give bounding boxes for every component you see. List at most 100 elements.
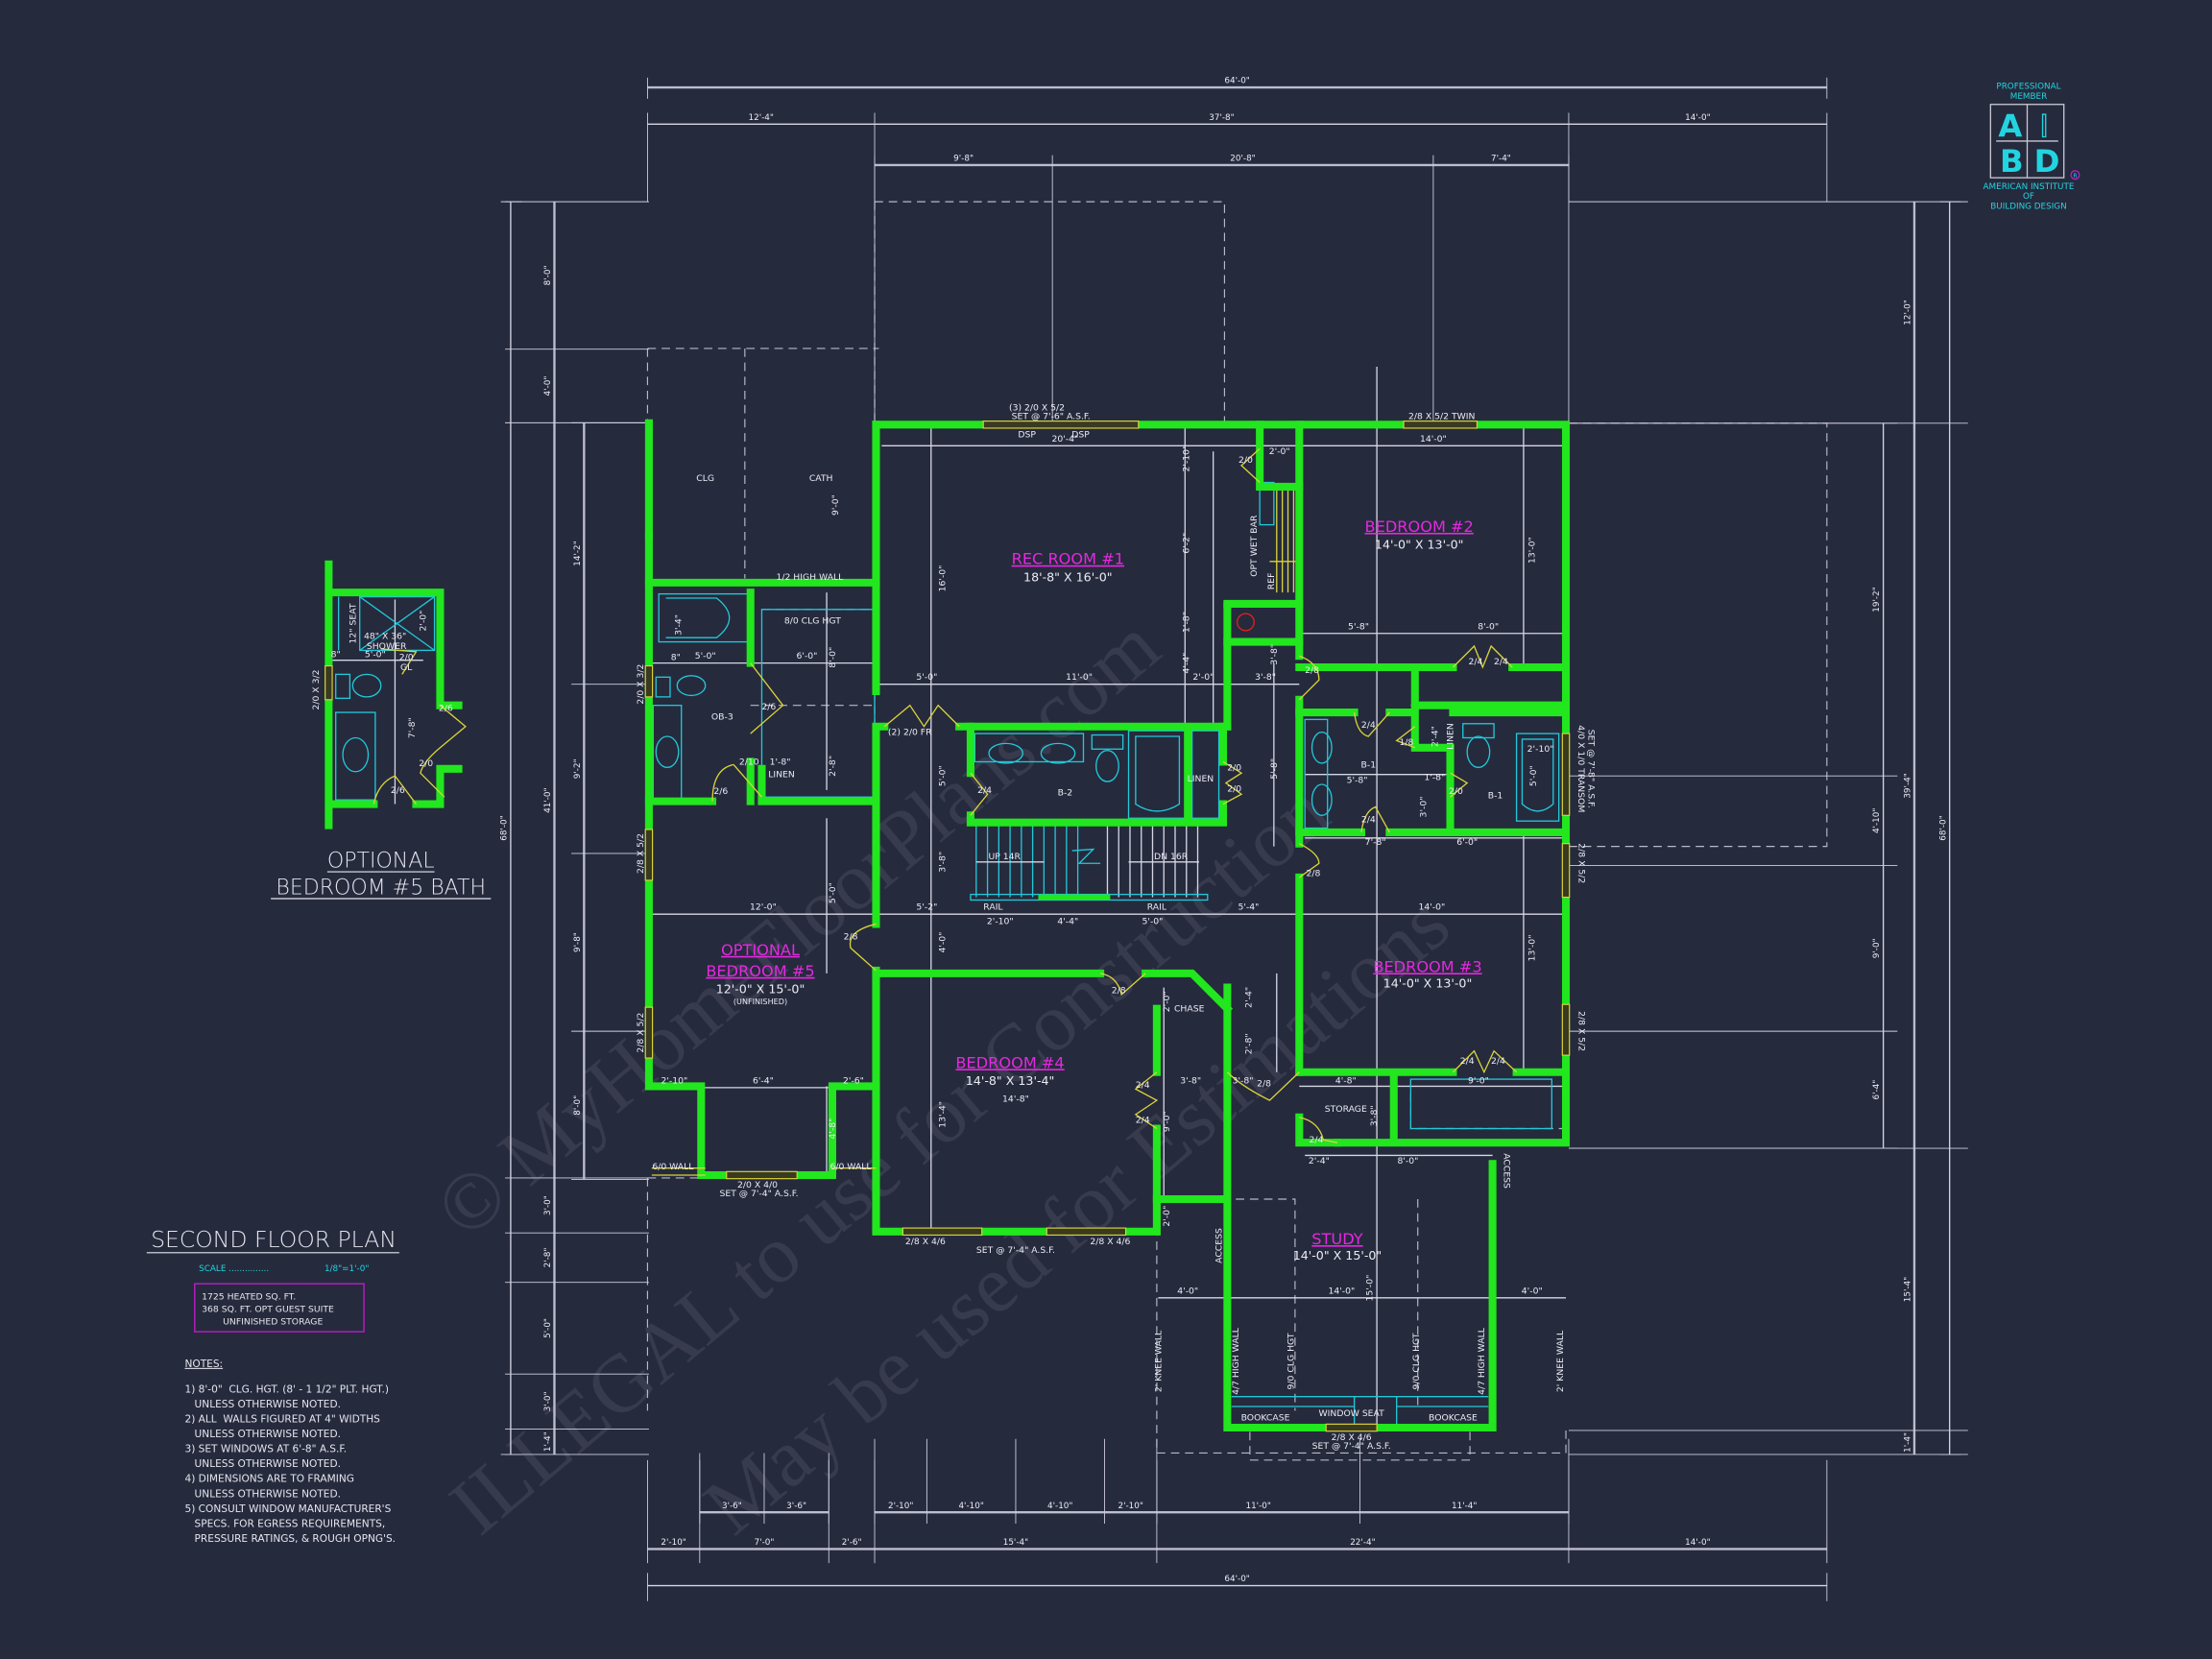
dimension-label: 3'-6" [786, 1502, 806, 1511]
note-line: SPECS. FOR EGRESS REQUIREMENTS, [184, 1518, 385, 1529]
plan-annotation: CATH [809, 473, 833, 484]
note-line: 4) DIMENSIONS ARE TO FRAMING [184, 1474, 353, 1485]
plan-annotation: 2/10 [739, 757, 759, 767]
door [1226, 1071, 1300, 1101]
room-name-bedroom-5-line2: BEDROOM #5 [706, 962, 814, 980]
plan-annotation: SET @ 7'-4" A.S.F. [976, 1245, 1055, 1256]
french-door [883, 704, 960, 728]
plan-annotation: RAIL [1147, 902, 1167, 913]
plan-annotation: 8/0 CLG HGT [784, 615, 841, 626]
plan-annotation: 8'-0" [1478, 621, 1499, 632]
plan-annotation: 2/0 [1227, 762, 1241, 773]
plan-annotation: 8'-0" [828, 647, 838, 668]
watermark-line-1: © MyHomeFloorPlans.com [420, 600, 1176, 1256]
dimension-label: 37'-8" [1209, 113, 1234, 123]
room-name-rec-room: REC ROOM #1 [1012, 550, 1124, 568]
window-bedroom-5 [644, 829, 654, 881]
dimension-label: 4'-0" [543, 376, 553, 397]
plan-annotation: 6'-2" [1182, 533, 1192, 554]
plan-annotation: 9'-0" [1162, 1111, 1172, 1132]
plan-annotation: 2/0 [399, 653, 414, 663]
dimension-label: 9'-0" [1872, 938, 1882, 958]
plan-annotation: ACCESS [1214, 1228, 1224, 1263]
dimension-label: 3'-0" [543, 1391, 553, 1411]
vanity [335, 711, 376, 801]
plan-annotation: GL [400, 662, 413, 673]
window-bedroom-4 [1046, 1227, 1127, 1237]
plan-annotation: 2'-0" [1162, 991, 1172, 1012]
plan-annotation: WINDOW SEAT [1319, 1408, 1385, 1419]
plan-annotation: REF [1266, 573, 1277, 590]
plan-annotation: 2/0 [1238, 455, 1253, 466]
note-line: UNLESS OTHERWISE NOTED. [184, 1429, 340, 1440]
room-size-bedroom-5: 12'-0" X 15'-0" [716, 981, 805, 996]
bathtub [658, 592, 749, 643]
dimension-label: 4'-10" [958, 1502, 983, 1511]
stair-break-line [1071, 848, 1101, 864]
plan-annotation: 6/0 WALL [652, 1162, 694, 1172]
scale-label: SCALE ............... [199, 1264, 269, 1274]
plan-annotation: SET @ 7'-6" A.S.F. [1012, 411, 1091, 421]
double-vanity [1304, 718, 1329, 830]
plan-annotation: 2/0 [1449, 786, 1463, 797]
plan-annotation: 15'-0" [1365, 1275, 1376, 1302]
dimension-label: 9'-8" [573, 932, 583, 952]
plan-annotation: 12" SEAT [348, 603, 358, 643]
plan-annotation: 14'-0" [1419, 902, 1446, 913]
dimension-label: 5'-0" [543, 1318, 553, 1338]
plan-annotation: B-1 [1361, 759, 1377, 770]
door [750, 662, 784, 734]
room-name-study: STUDY [1311, 1230, 1363, 1248]
dimension-label: 2'-6" [842, 1538, 862, 1548]
plan-annotation: 13'-4" [937, 1101, 948, 1128]
room-size-study: 14'-0" X 15'-0" [1293, 1248, 1382, 1262]
plan-annotation: 2/8 X 5/2 [1575, 1011, 1586, 1051]
dimension-label: 8'-0" [573, 1095, 583, 1116]
dimension-label: 12'-4" [749, 113, 774, 123]
plan-annotation: 2'-8" [828, 756, 838, 777]
plan-annotation: 2/8 [1305, 665, 1319, 676]
plan-annotation: 9/0 CLG HGT [1286, 1333, 1296, 1389]
window-transom [1561, 733, 1571, 816]
plan-annotation: 3'-4" [674, 614, 685, 636]
plan-annotation: 2/8 X 5/2 TWIN [1408, 411, 1475, 421]
sink [1310, 783, 1333, 816]
plan-annotation: 9'-0" [1468, 1075, 1489, 1086]
dimension-label: 2'-10" [661, 1538, 685, 1548]
plan-annotation: 2'-0" [1192, 672, 1214, 683]
staircase[interactable] [970, 825, 1209, 902]
dimension-label: 68'-0" [500, 815, 510, 840]
plan-annotation: 2/0 [419, 758, 433, 769]
plan-annotation: 2'-10" [1527, 744, 1554, 755]
plan-annotation: 3'-8" [1255, 672, 1276, 683]
area-box [194, 1283, 365, 1333]
plan-annotation: SHOWER [367, 641, 407, 652]
window-bedroom-4 [902, 1227, 983, 1237]
plan-annotation: 3'-8" [1269, 644, 1280, 665]
plan-annotation: 2'-10" [1182, 445, 1192, 472]
plan-annotation: 4'-4" [1057, 916, 1078, 926]
window-ob-3 [644, 664, 654, 698]
plan-annotation: 48" X 36" [364, 632, 406, 642]
dimension-label: 2'-10" [1118, 1502, 1142, 1511]
plan-annotation: SET @ 7'-4" A.S.F. [1312, 1441, 1391, 1452]
plan-annotation: 2/4 [1494, 657, 1508, 667]
plan-annotation: 3'-8" [1233, 1075, 1254, 1086]
notes-list: 1) 8'-0" CLG. HGT. (8' - 1 1/2" PLT. HGT… [184, 1383, 396, 1545]
dimension-label: 4'-10" [1047, 1502, 1072, 1511]
plan-annotation: 8" [331, 650, 341, 661]
sink [1040, 742, 1076, 764]
plan-annotation: 2/0 X 4/0 [737, 1180, 778, 1190]
plan-annotation: 2/4 [1309, 1135, 1323, 1145]
window-inset-bath [325, 664, 333, 701]
plan-annotation: 2'-10" [661, 1075, 687, 1086]
plan-annotation: LINEN [768, 770, 795, 781]
plan-annotation: 4'-0" [1177, 1286, 1198, 1296]
bookcase-window-seat [1231, 1396, 1489, 1426]
plan-annotation: 2/8 X 4/6 [1332, 1432, 1372, 1443]
bar-sink [1259, 481, 1275, 526]
chase-circle [1236, 613, 1255, 632]
plan-annotation: 2/4 [1469, 657, 1483, 667]
dimension-label: 64'-0" [1224, 1575, 1249, 1584]
aibd-logo: PROFESSIONAL MEMBER A I B D R AMERICAN I… [1984, 83, 2080, 211]
